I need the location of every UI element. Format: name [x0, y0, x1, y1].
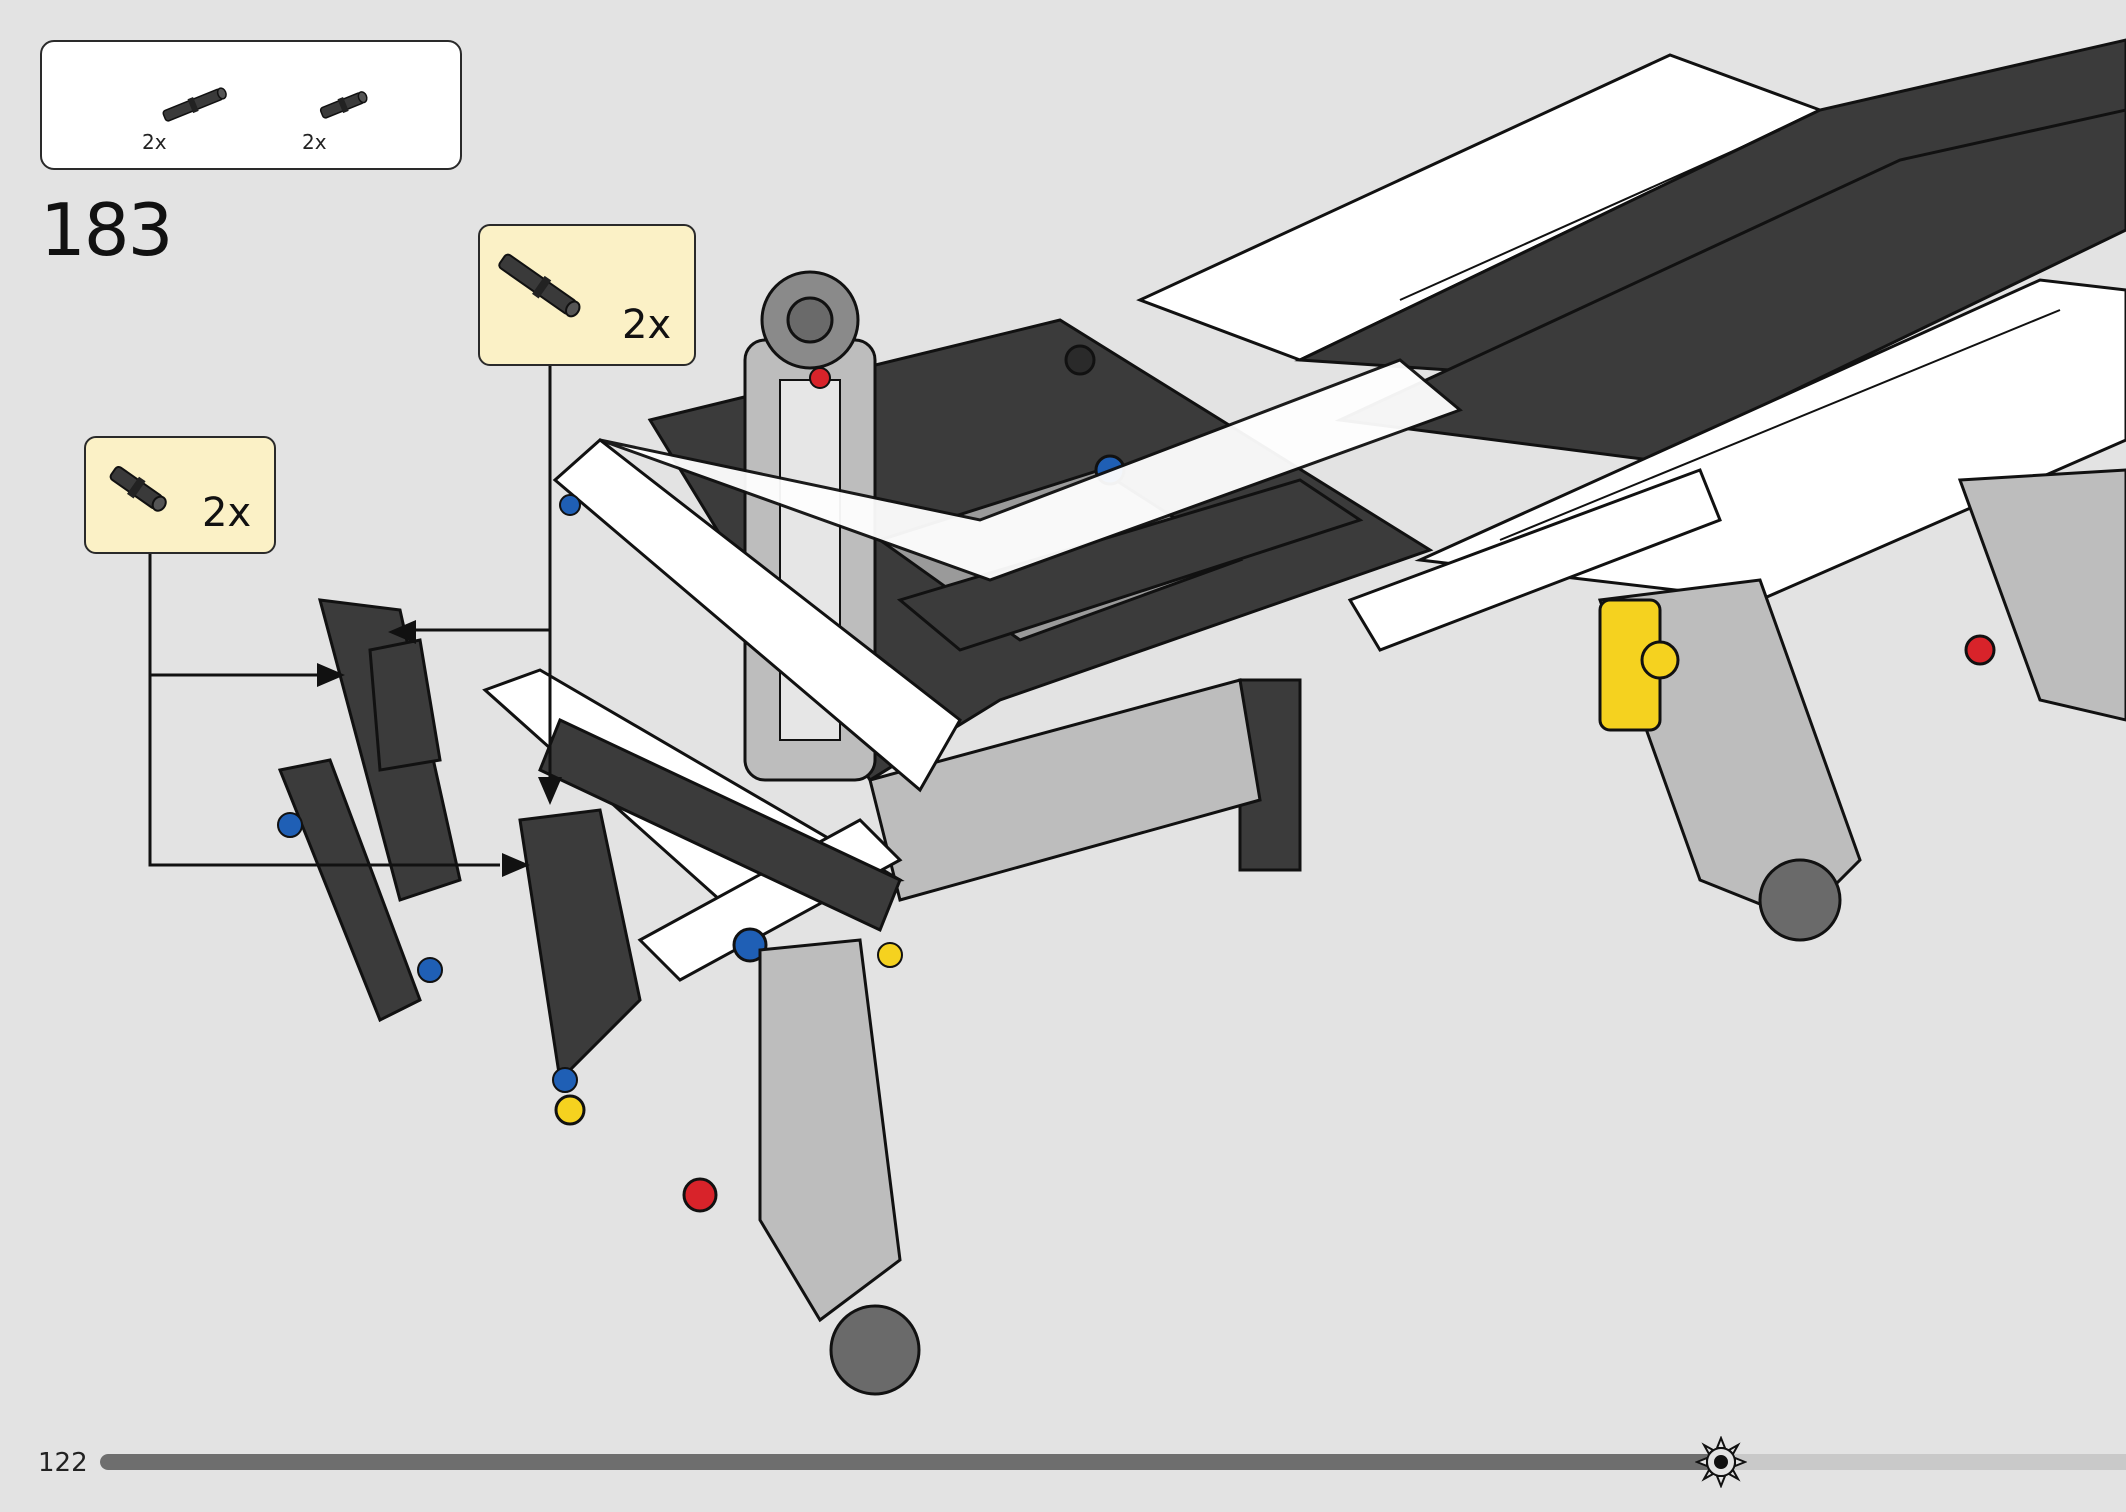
step-number: 183	[40, 188, 173, 272]
arrow-heads	[317, 620, 562, 877]
part-qty: 2x	[302, 130, 327, 154]
arrow-head	[317, 663, 345, 687]
long-pin-icon	[498, 253, 581, 318]
rear-legs	[1597, 468, 2126, 942]
callout-arrows	[148, 365, 552, 867]
arrow-head	[538, 777, 562, 805]
short-pin-icon	[109, 465, 167, 512]
part-short-pin: 2x	[302, 64, 412, 164]
callout-qty: 2x	[622, 302, 672, 348]
front-frame	[482, 358, 1463, 982]
page-number: 122	[38, 1448, 88, 1478]
rear-frame	[1136, 38, 2126, 652]
progress-fill	[100, 1454, 1721, 1470]
part-qty: 2x	[142, 130, 167, 154]
part-long-pin: 2x	[142, 64, 252, 164]
progress-bar	[100, 1454, 2126, 1470]
arrow-head	[388, 620, 416, 644]
callout-long-pin: 2x	[478, 224, 696, 366]
front-legs	[277, 598, 921, 1396]
short-pin-icon	[319, 91, 368, 119]
arrow-head	[502, 853, 530, 877]
long-pin-icon	[162, 87, 227, 122]
parts-list-box: 2x 2x	[40, 40, 462, 170]
callout-qty: 2x	[202, 490, 252, 536]
callout-short-pin: 2x	[84, 436, 276, 554]
gear-icon	[1695, 1436, 1747, 1488]
